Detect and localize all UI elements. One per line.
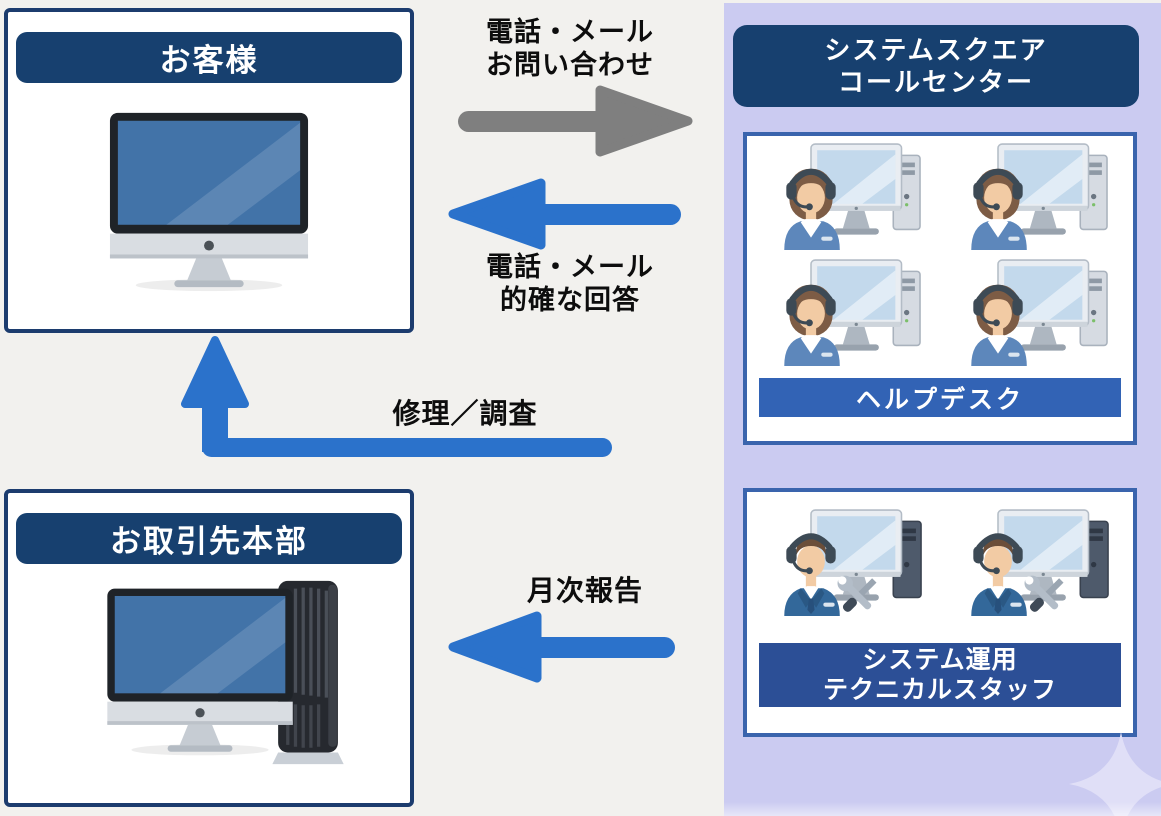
operator-icon	[948, 258, 1120, 366]
customer-computer-icon	[105, 110, 313, 292]
call-center-title-line2: コールセンター	[837, 67, 1034, 97]
call-center-panel: システムスクエア コールセンター ヘルプデスク システム運用 テクニカルスタッフ	[724, 3, 1161, 816]
helpdesk-label: ヘルプデスク	[759, 378, 1121, 417]
call-center-title-line1: システムスクエア	[824, 35, 1048, 65]
tech-staff-icon	[948, 508, 1120, 616]
operator-icon	[761, 258, 933, 366]
inquiry-label: 電話・メール お問い合わせ	[425, 16, 715, 82]
operator-icon	[948, 142, 1120, 250]
answer-label: 電話・メール 的確な回答	[425, 251, 715, 317]
partner-server-icon	[107, 579, 346, 766]
monthly-report-label: 月次報告	[526, 575, 643, 606]
answer-label-line1: 電話・メール	[486, 252, 654, 282]
partner-box: お取引先本部	[4, 489, 414, 807]
customer-box-title: お客様	[16, 32, 402, 83]
sparkle-decoration-icon	[1069, 732, 1161, 816]
tech-staff-label-line1: システム運用	[862, 646, 1018, 674]
inquiry-label-line1: 電話・メール	[486, 17, 654, 47]
helpdesk-box: ヘルプデスク	[743, 132, 1137, 445]
tech-staff-label-line2: テクニカルスタッフ	[822, 676, 1057, 704]
monthly-report-arrow-left-icon	[448, 611, 675, 683]
repair-arrow-up-icon	[181, 336, 612, 457]
customer-box: お客様	[4, 8, 414, 333]
partner-box-title: お取引先本部	[16, 513, 402, 564]
answer-label-line2: 的確な回答	[500, 285, 640, 315]
inquiry-arrow-right-icon	[458, 85, 693, 157]
helpdesk-operators-row2	[753, 258, 1127, 366]
helpdesk-operators-row1	[753, 142, 1127, 250]
repair-label: 修理／調査	[392, 398, 538, 429]
tech-staff-box: システム運用 テクニカルスタッフ	[743, 488, 1137, 737]
inquiry-label-line2: お問い合わせ	[486, 50, 654, 80]
operator-icon	[761, 142, 933, 250]
tech-staff-icon	[761, 508, 933, 616]
answer-arrow-left-icon	[448, 178, 681, 250]
call-center-title: システムスクエア コールセンター	[733, 25, 1139, 107]
tech-staff-label: システム運用 テクニカルスタッフ	[759, 643, 1121, 707]
tech-staff-row	[753, 508, 1127, 616]
